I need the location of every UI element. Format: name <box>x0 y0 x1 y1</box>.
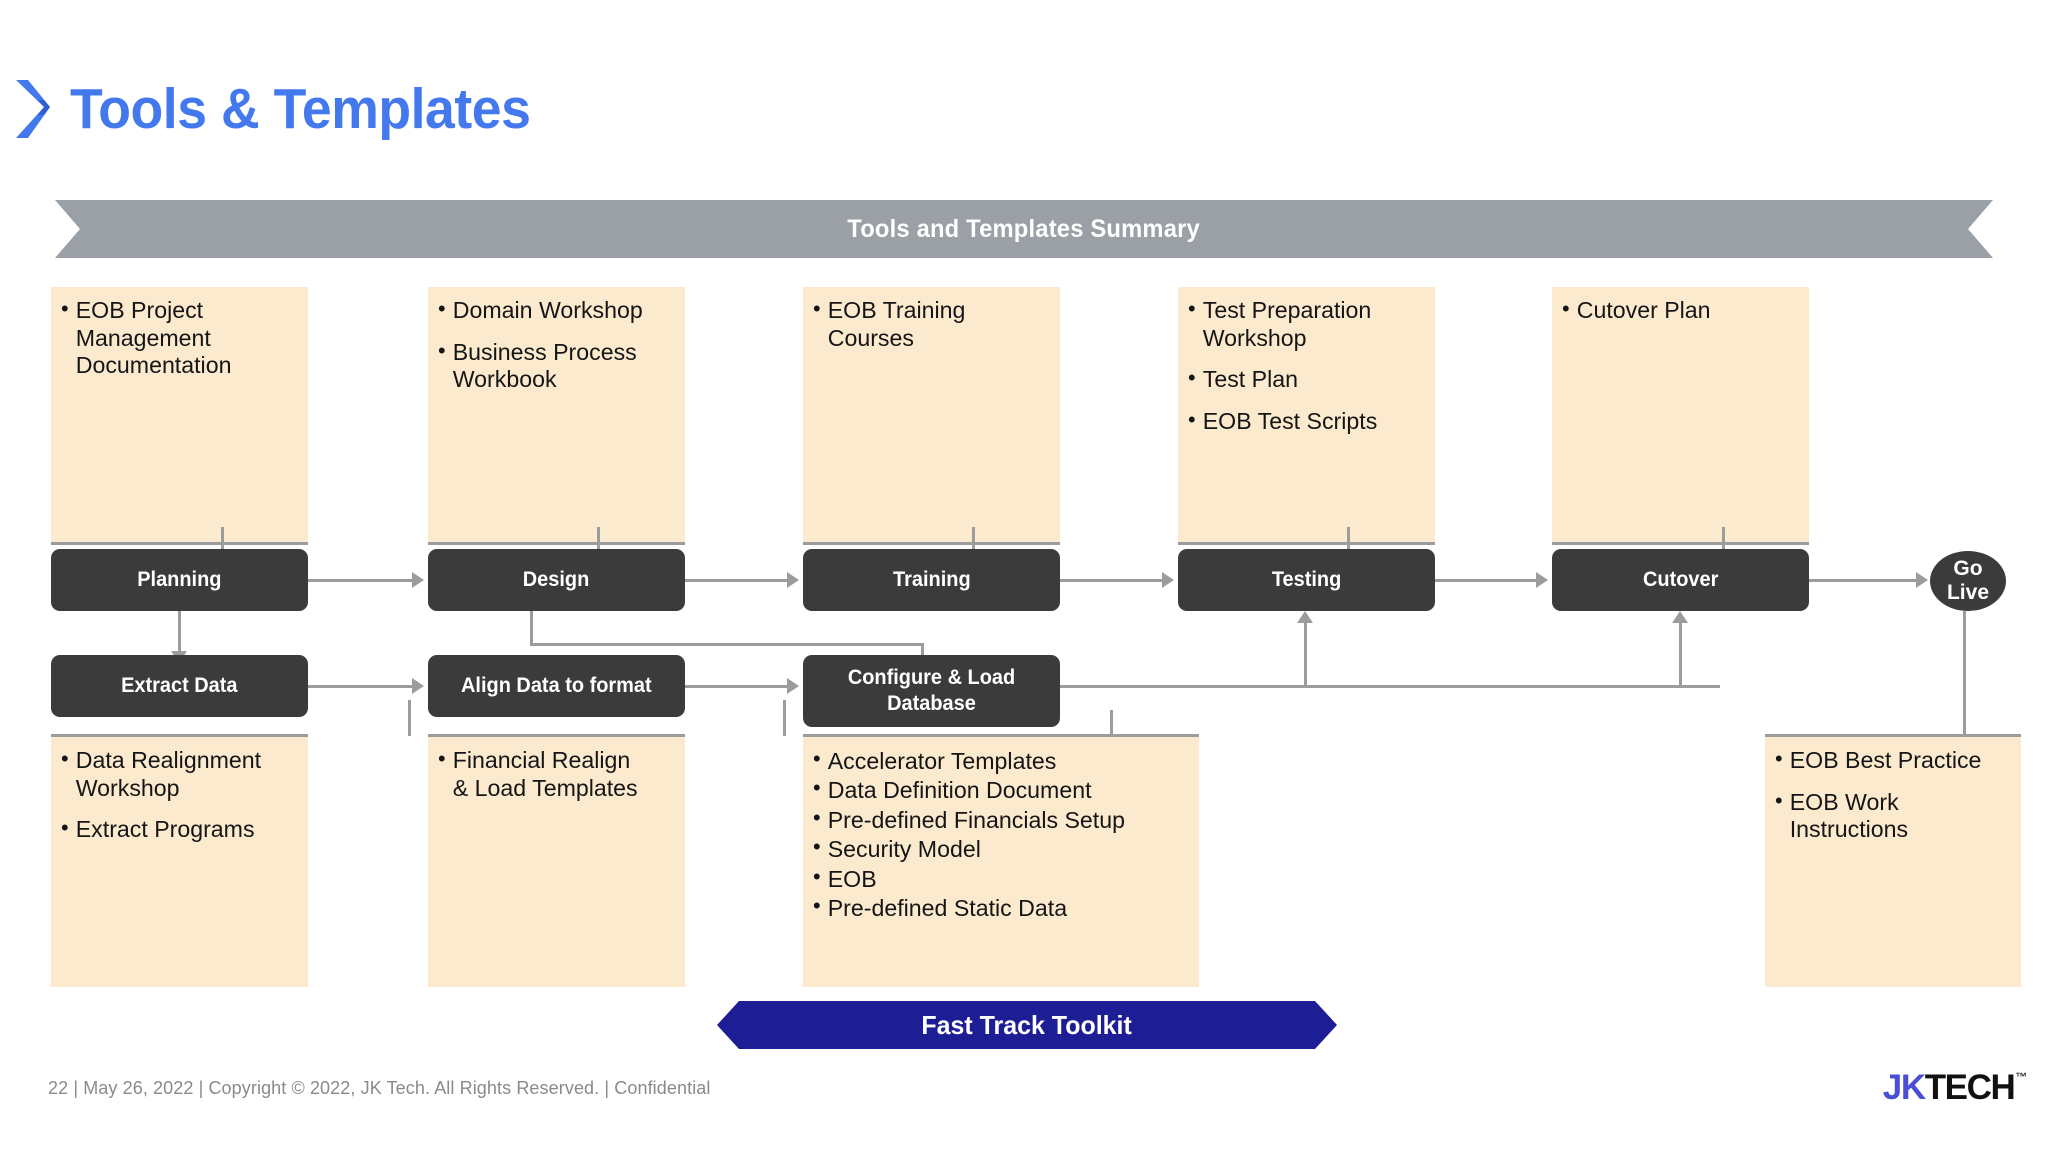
connector-training-testing <box>1060 579 1162 582</box>
logo-tech: TECH <box>1924 1068 2016 1107</box>
arrow-head <box>1162 572 1174 588</box>
data-box-configure-load[interactable]: Configure & Load Database <box>803 655 1060 727</box>
note-rule <box>1178 542 1435 545</box>
arrow-head <box>1672 611 1688 623</box>
arrow-head <box>787 572 799 588</box>
phase-box-label: Cutover <box>1642 567 1719 591</box>
note-rule <box>1765 734 2021 737</box>
note-rule <box>51 734 308 737</box>
note-tick <box>1963 611 1966 736</box>
go-live-label-line2: Live <box>1946 581 1990 604</box>
arrow-head <box>1536 572 1548 588</box>
footer-text: 22 | May 26, 2022 | Copyright © 2022, JK… <box>48 1078 711 1098</box>
list-item: Cutover Plan <box>1560 296 1799 325</box>
summary-banner: Tools and Templates Summary <box>55 200 1993 258</box>
list-item: Financial Realign & Load Templates <box>436 746 675 802</box>
note-card-top-1: EOB Project Management Documentation <box>51 287 308 542</box>
note-card-bottom-3: Accelerator Templates Data Definition Do… <box>803 737 1199 987</box>
note-card-top-5: Cutover Plan <box>1552 287 1809 542</box>
go-live-label-line1: Go <box>1953 557 1983 581</box>
note-card-bottom-4: EOB Best Practice EOB Work Instructions <box>1765 737 2021 987</box>
list-item: Data Realignment Workshop <box>59 746 298 802</box>
data-box-extract-data[interactable]: Extract Data <box>51 655 308 717</box>
phase-box-testing[interactable]: Testing <box>1178 549 1435 611</box>
connector-design-right <box>530 643 924 646</box>
note-rule <box>1552 542 1809 545</box>
list-item: EOB Test Scripts <box>1186 407 1425 436</box>
note-tick <box>783 700 786 736</box>
note-tick <box>408 700 411 736</box>
list-item: Test Preparation Workshop <box>1186 296 1425 352</box>
arrow-head <box>1297 611 1313 623</box>
list-item: EOB Work Instructions <box>1773 788 2011 844</box>
connector-testing-cutover <box>1435 579 1536 582</box>
list-item: EOB Project Management Documentation <box>59 296 298 380</box>
phase-box-label: Design <box>523 567 590 591</box>
note-rule <box>51 542 308 545</box>
summary-banner-label: Tools and Templates Summary <box>847 214 1201 243</box>
note-card-bottom-1: Data Realignment Workshop Extract Progra… <box>51 737 308 987</box>
fast-track-banner-label: Fast Track Toolkit <box>921 1009 1133 1040</box>
note-rule <box>428 542 685 545</box>
phase-box-design[interactable]: Design <box>428 549 685 611</box>
phase-box-label: Training <box>892 567 971 591</box>
list-item: EOB <box>811 864 1187 893</box>
note-rule <box>428 734 685 737</box>
chevron-right-icon <box>14 78 52 140</box>
data-box-label: Align Data to format <box>461 673 652 697</box>
connector-up-to-testing <box>1304 623 1307 687</box>
note-rule <box>803 734 1199 737</box>
list-item: Data Definition Document <box>811 775 1187 804</box>
list-item: EOB Training Courses <box>811 296 1050 352</box>
list-item: Pre-defined Financials Setup <box>811 805 1187 834</box>
phase-box-label: Testing <box>1271 567 1342 591</box>
note-card-top-4: Test Preparation Workshop Test Plan EOB … <box>1178 287 1435 542</box>
list-item: Domain Workshop <box>436 296 675 325</box>
arrow-head <box>787 678 799 694</box>
page-title: Tools & Templates <box>14 78 560 140</box>
connector-design-into-configure <box>921 643 924 659</box>
note-tick <box>1110 710 1113 736</box>
logo-tm: ™ <box>2015 1070 2027 1084</box>
arrow-head <box>412 678 424 694</box>
connector-up-to-cutover <box>1679 623 1682 687</box>
connector-planning-design <box>308 579 412 582</box>
note-card-bottom-2: Financial Realign & Load Templates <box>428 737 685 987</box>
fast-track-banner: Fast Track Toolkit <box>717 1001 1337 1049</box>
list-item: Accelerator Templates <box>811 746 1187 775</box>
go-live-node[interactable]: Go Live <box>1930 551 2006 611</box>
connector-design-training <box>685 579 787 582</box>
phase-box-cutover[interactable]: Cutover <box>1552 549 1809 611</box>
arrow-head <box>412 572 424 588</box>
connector-extract-align <box>308 685 412 688</box>
logo-jk: JK <box>1882 1068 1926 1107</box>
phase-box-label: Planning <box>137 567 222 591</box>
data-box-label: Configure & Load Database <box>847 665 1016 715</box>
note-rule <box>803 542 1060 545</box>
connector-planning-extract <box>178 611 181 653</box>
note-card-top-2: Domain Workshop Business Process Workboo… <box>428 287 685 542</box>
connector-align-configure <box>685 685 787 688</box>
list-item: Test Plan <box>1186 365 1425 394</box>
data-box-align-data[interactable]: Align Data to format <box>428 655 685 717</box>
list-item: Business Process Workbook <box>436 338 675 394</box>
list-item: Security Model <box>811 834 1187 863</box>
connector-cutover-golive <box>1809 579 1916 582</box>
page-title-text: Tools & Templates <box>70 76 531 141</box>
note-card-top-3: EOB Training Courses <box>803 287 1060 542</box>
list-item: Pre-defined Static Data <box>811 893 1187 922</box>
connector-design-down <box>530 611 533 645</box>
phase-box-training[interactable]: Training <box>803 549 1060 611</box>
phase-box-planning[interactable]: Planning <box>51 549 308 611</box>
list-item: Extract Programs <box>59 815 298 844</box>
arrow-head <box>1916 572 1928 588</box>
list-item: EOB Best Practice <box>1773 746 2011 775</box>
connector-configure-right <box>1060 685 1720 688</box>
data-box-label: Extract Data <box>121 673 238 697</box>
